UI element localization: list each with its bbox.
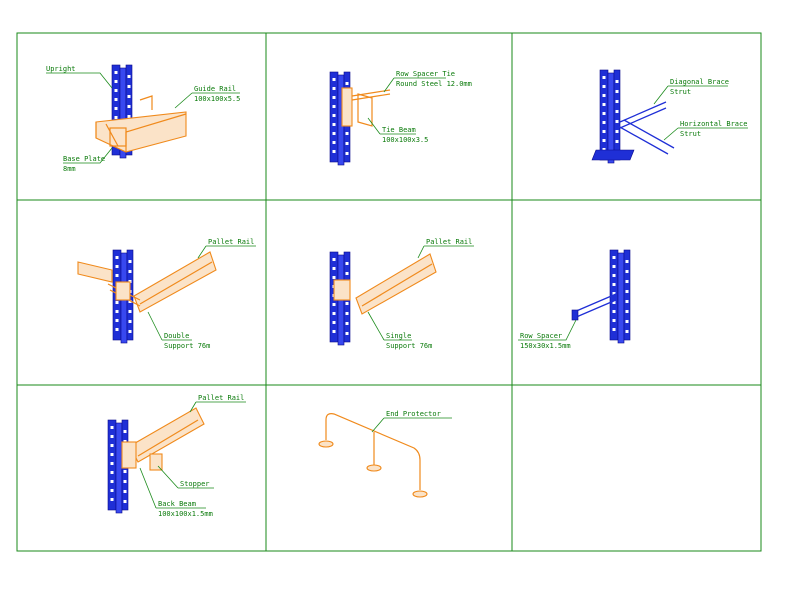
label: Diagonal Brace <box>670 78 729 86</box>
label: Strut <box>670 88 691 96</box>
label: Row Spacer <box>520 332 562 340</box>
guide-rail-drawing <box>95 95 187 153</box>
label: 100x100x1.5mm <box>158 510 213 518</box>
label: 100x100x5.5 <box>194 95 240 103</box>
label: Tie Beam <box>382 126 416 134</box>
label: Guide Rail <box>194 85 236 93</box>
label: Pallet Rail <box>426 238 472 246</box>
label: Round Steel 12.0mm <box>396 80 472 88</box>
component-pallet-stopper: Pallet Rail Stopper Back Beam 100x100x1.… <box>107 394 246 518</box>
label: Pallet Rail <box>198 394 244 402</box>
label: End Protector <box>386 410 441 418</box>
label: Strut <box>680 130 701 138</box>
label: 8mm <box>63 165 76 173</box>
component-single-support: Pallet Rail Single Support 76m <box>329 238 474 350</box>
label: Base Plate <box>63 155 105 163</box>
label: Horizontal Brace <box>680 120 747 128</box>
component-upright-guide-rail: Upright Guide Rail 100x100x5.5 Base Plat… <box>46 64 240 173</box>
label: Single <box>386 332 411 340</box>
label: Double <box>164 332 189 340</box>
drawing-grid <box>16 32 762 552</box>
label: Support 76m <box>164 342 210 350</box>
label: Back Beam <box>158 500 196 508</box>
component-end-protector: End Protector <box>318 410 452 498</box>
component-row-spacer-tie: Row Spacer Tie Round Steel 12.0mm Tie Be… <box>329 70 472 166</box>
label: Row Spacer Tie <box>396 70 455 78</box>
label: Stopper <box>180 480 210 488</box>
label: Support 76m <box>386 342 432 350</box>
component-double-support: Pallet Rail Double Support 76m <box>77 238 256 350</box>
label: Upright <box>46 65 76 73</box>
component-row-spacer: Row Spacer 150x30x1.5mm <box>518 249 631 350</box>
label: 100x100x3.5 <box>382 136 428 144</box>
component-bracing: Diagonal Brace Strut Horizontal Brace St… <box>591 69 748 164</box>
label: Pallet Rail <box>208 238 254 246</box>
label: 150x30x1.5mm <box>520 342 571 350</box>
